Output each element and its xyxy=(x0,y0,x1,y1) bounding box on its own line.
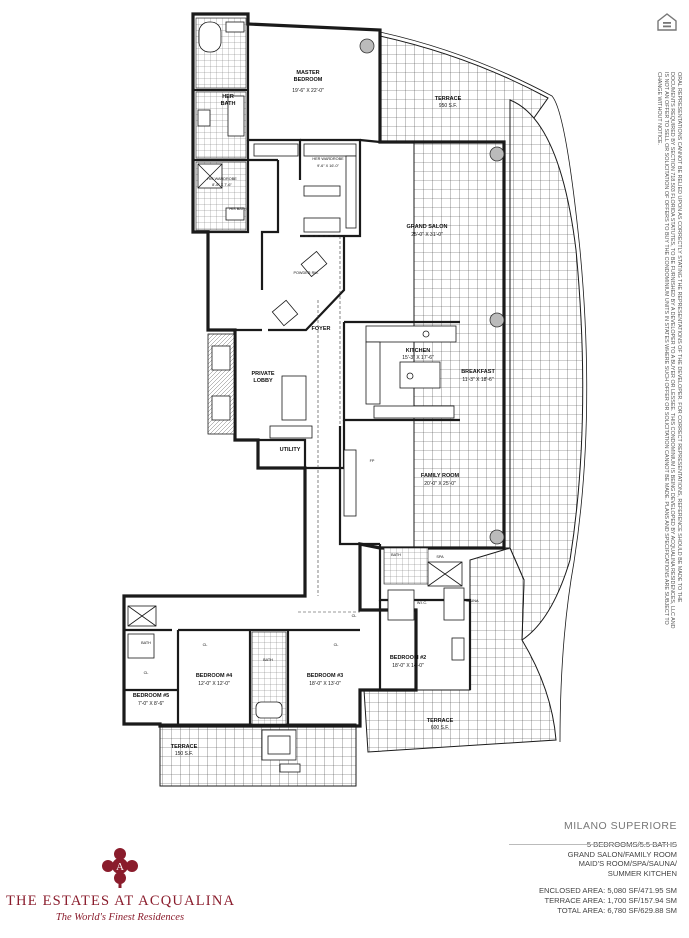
brand-tagline: The World's Finest Residences xyxy=(55,912,185,923)
wic-label: W.I.C. xyxy=(417,601,427,605)
area-line: ENCLOSED AREA: 5,080 SF/471.95 SM xyxy=(538,886,677,896)
foyer-table xyxy=(271,299,299,327)
closet-label-1: CL xyxy=(144,671,149,675)
info-divider xyxy=(509,844,677,845)
breakfast-dims: 11'-3" X 18'-6" xyxy=(462,377,493,383)
her-vanity-counter xyxy=(227,95,245,137)
her-wardrobe-label: HER WARDROBE xyxy=(312,157,344,161)
bedroom-3-dims: 18'-0" X 13'-0" xyxy=(309,681,341,687)
bedroom-3-label: BEDROOM #3 xyxy=(307,673,343,679)
shared-bathtub xyxy=(255,701,283,719)
bathtub xyxy=(198,21,222,53)
her-wardrobe-dims: 9'-6" X 16'-0" xyxy=(317,164,340,168)
fireplace-label: FP xyxy=(370,459,375,463)
spa-label: SPA xyxy=(436,555,444,559)
columns xyxy=(359,38,505,545)
brand-name: THE ESTATES AT ACQUALINA xyxy=(6,893,236,909)
ceiling-lines xyxy=(298,235,360,613)
feature-line: GRAND SALON/FAMILY ROOM xyxy=(567,849,677,859)
vanity xyxy=(225,21,245,33)
maid-bath-label: BATH xyxy=(141,641,151,645)
terrace-bottom-right-floor xyxy=(363,547,557,753)
her-bath-label-l2: BATH xyxy=(221,101,236,107)
unit-info: MILANO SUPERIORE 5 BEDROOMS/5.5 BATHS GR… xyxy=(457,820,677,916)
private-lobby-label-l2: LOBBY xyxy=(253,378,273,384)
feature-line: MAID'S ROOM/SPA/SAUNA/ xyxy=(578,859,677,869)
closet-label-3: CL xyxy=(334,643,339,647)
toilet xyxy=(197,109,211,127)
legal-disclaimer: ORAL REPRESENTATIONS CANNOT BE RELIED UP… xyxy=(656,72,682,629)
master-bedroom-dims: 19'-6" X 22'-0" xyxy=(292,88,324,94)
wardrobe-shelves xyxy=(253,143,357,233)
his-wardrobe-dims: 8'-6" X 7'-6" xyxy=(212,183,232,187)
brand-block: A THE ESTATES AT ACQUALINA The World's F… xyxy=(6,846,234,923)
his-wardrobe-label: HIS WARDROBE xyxy=(207,177,237,181)
kitchen-label: KITCHEN xyxy=(406,348,430,354)
exterior-walls xyxy=(122,12,506,728)
grand-salon-dims: 25'-0" X 31'-0" xyxy=(411,232,443,238)
her-bath-label-l1: HER xyxy=(222,94,234,100)
master-bedroom-label-l1: MASTER xyxy=(296,70,319,76)
bedroom-2-label: BEDROOM #2 xyxy=(390,655,426,661)
private-lobby-label-l1: PRIVATE xyxy=(251,371,274,377)
family-room-label: FAMILY ROOM xyxy=(421,473,460,479)
terrace-bottom-right-area: 600 S.F. xyxy=(431,725,449,731)
terrace-bottom-right-label: TERRACE xyxy=(427,718,454,724)
interior-walls xyxy=(124,24,472,724)
family-room-dims: 20'-0" X 25'-0" xyxy=(424,481,456,487)
area-line: TOTAL AREA: 6,780 SF/629.88 SM xyxy=(557,905,677,915)
his-sink xyxy=(225,207,245,221)
shared-bath-label: BATH xyxy=(263,658,273,662)
powder-label: POWDER RM. xyxy=(293,271,318,275)
foyer-label: FOYER xyxy=(312,326,331,332)
grand-salon-label: GRAND SALON xyxy=(407,224,448,230)
master-bedroom-label-l2: BEDROOM xyxy=(294,77,323,83)
kitchen-dims: 15'-3" X 17'-6" xyxy=(402,355,434,361)
terrace-curve-floor xyxy=(509,99,584,641)
summer-kitchen xyxy=(451,637,465,661)
bedroom-2-dims: 18'-0" X 14'-0" xyxy=(392,663,424,669)
unit-name: MILANO SUPERIORE xyxy=(563,820,677,832)
logo-letter: A xyxy=(116,861,124,873)
utility-cabinet xyxy=(281,375,307,421)
his-bath-label: HIS BATH xyxy=(229,207,246,211)
bedroom-4-label: BEDROOM #4 xyxy=(196,673,233,679)
bedroom-5-dims: 7'-0" X 8'-6" xyxy=(138,701,164,707)
equal-housing-icon xyxy=(657,13,677,31)
fireplace xyxy=(343,449,357,517)
unit-areas: ENCLOSED AREA: 5,080 SF/471.95 SM TERRAC… xyxy=(457,886,677,915)
bedroom-4-dims: 12'-0" X 12'-0" xyxy=(198,681,230,687)
acqualina-logo-icon: A xyxy=(102,848,138,888)
terrace-top-label: TERRACE xyxy=(435,96,462,102)
sauna-bench xyxy=(443,587,465,621)
unit-features: 5 BEDROOMS/5.5 BATHS GRAND SALON/FAMILY … xyxy=(457,840,677,878)
wic-shelf xyxy=(387,589,415,621)
terrace-bottom-left-area: 150 S.F. xyxy=(175,751,193,757)
bath-2-label: BATH xyxy=(391,553,401,557)
sauna-label: SAUNA xyxy=(465,599,479,603)
breakfast-label: BREAKFAST xyxy=(461,369,495,375)
terrace-top-area: 950 S.F. xyxy=(439,103,457,109)
utility-counter xyxy=(269,425,313,439)
utility-label: UTILITY xyxy=(280,447,301,453)
powder-fixture xyxy=(300,250,328,278)
closet-label-2: CL xyxy=(203,643,208,647)
terrace-bottom-left-label: TERRACE xyxy=(171,744,198,750)
area-line: TERRACE AREA: 1,700 SF/157.94 SM xyxy=(544,896,677,906)
kitchen-fixtures xyxy=(365,325,457,419)
closet-label-4: CL xyxy=(352,614,357,618)
bedroom-5-label: BEDROOM #5 xyxy=(133,693,169,699)
feature-line: SUMMER KITCHEN xyxy=(607,868,677,878)
maid-bath xyxy=(127,633,155,659)
